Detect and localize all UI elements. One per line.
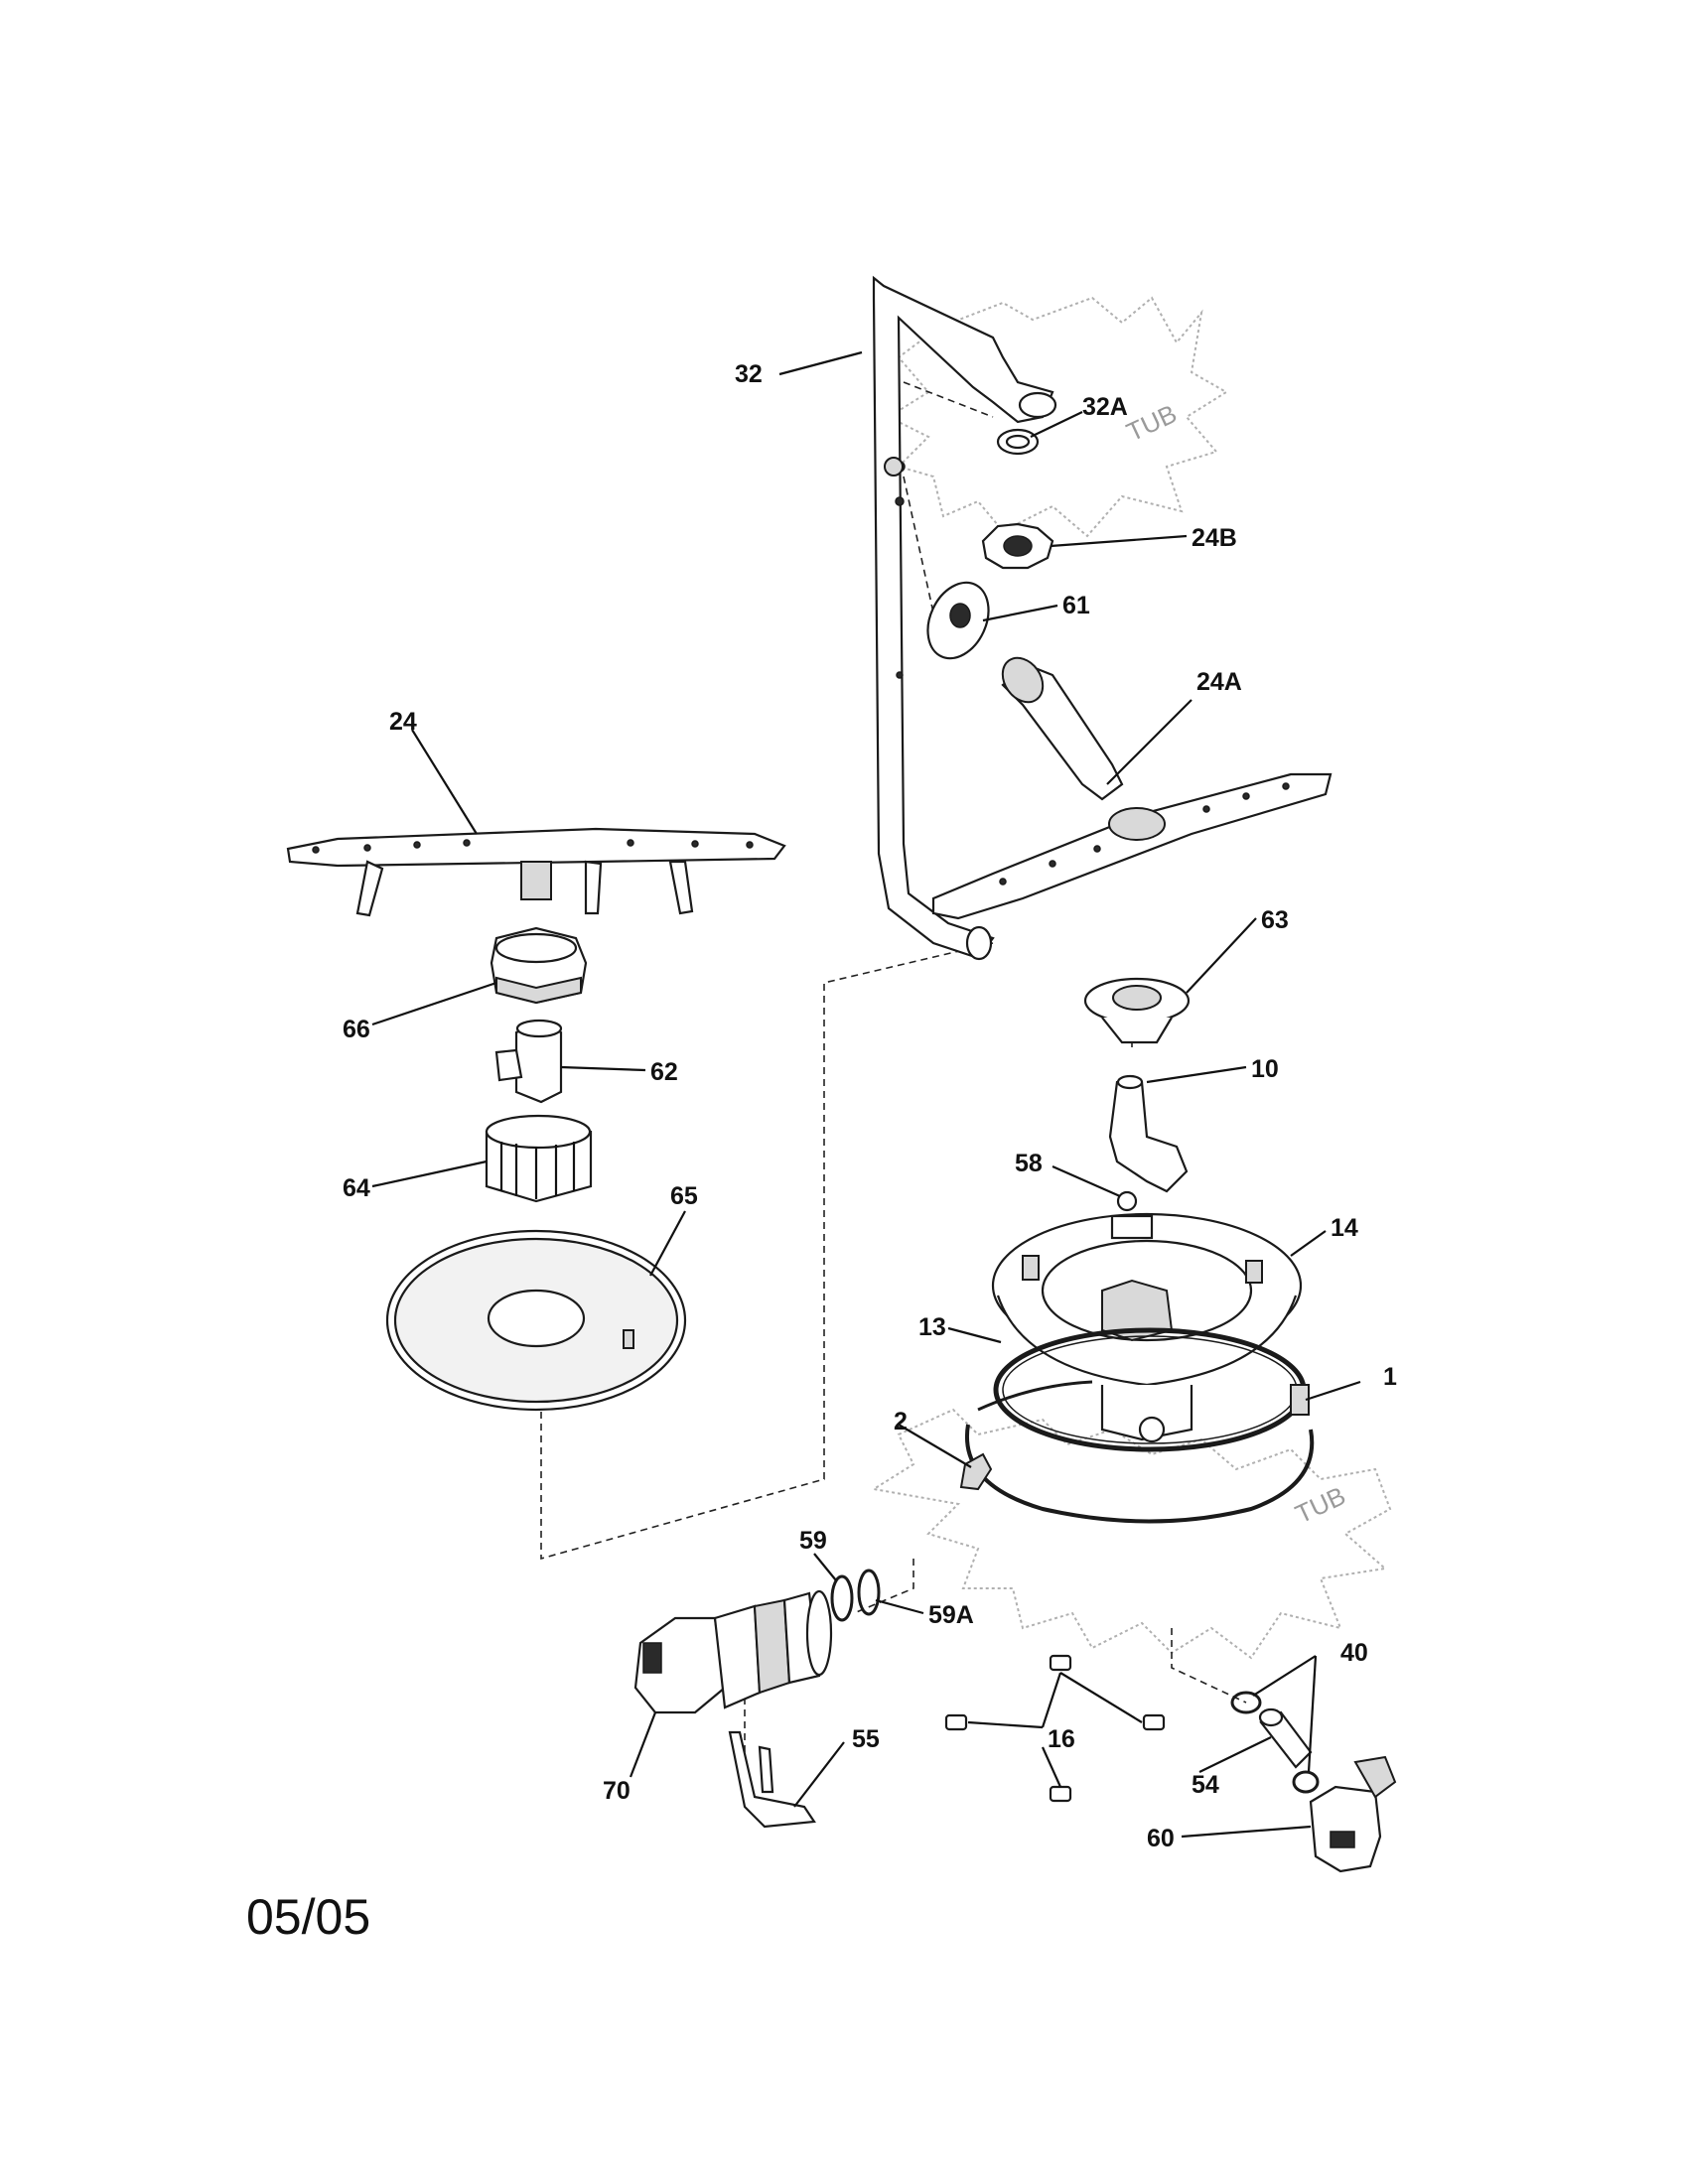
part-24b-nut [981, 522, 1054, 570]
part-24-lower-spray-arm [286, 827, 786, 917]
label-59: 59 [799, 1527, 827, 1555]
part-60-drain-pump [1309, 1755, 1397, 1873]
tub-label-upper: TUB [1122, 398, 1182, 447]
label-55: 55 [852, 1725, 880, 1753]
label-64: 64 [343, 1174, 370, 1202]
part-66-turbidity-housing [490, 926, 588, 1005]
label-60: 60 [1147, 1825, 1175, 1852]
part-63-seal [1083, 977, 1191, 1044]
part-55-bracket [728, 1730, 816, 1829]
part-2-clip [959, 1452, 993, 1491]
part-61-seal-disc [926, 581, 990, 660]
part-70-motor [633, 1589, 833, 1714]
part-54-hose [1258, 1707, 1313, 1769]
part-62-nozzle [494, 1019, 563, 1104]
part-labels: 32 32A 24B 61 24A 24 63 66 62 10 58 64 6… [343, 360, 1397, 1852]
part-59a-o-ring [857, 1569, 881, 1616]
label-66: 66 [343, 1016, 370, 1043]
label-24b: 24B [1192, 524, 1237, 552]
label-65: 65 [670, 1182, 698, 1210]
part-59-o-ring [830, 1574, 854, 1622]
part-65-filter-screen [385, 1229, 687, 1412]
leader-lines [371, 350, 1361, 1839]
part-64-filter-cup [485, 1114, 593, 1203]
part-40-hose-clamps [1230, 1691, 1320, 1794]
label-32: 32 [735, 360, 763, 388]
label-32a: 32A [1082, 393, 1128, 421]
date-code: 05/05 [246, 1889, 370, 1945]
label-54: 54 [1192, 1771, 1219, 1799]
part-16-grommets [944, 1654, 1166, 1803]
label-61: 61 [1062, 592, 1090, 619]
label-1: 1 [1383, 1363, 1397, 1391]
part-14-sump [991, 1212, 1303, 1443]
tub-label-lower: TUB [1291, 1480, 1350, 1529]
label-13: 13 [918, 1313, 946, 1341]
label-70: 70 [603, 1777, 631, 1805]
part-32-supply-tube [872, 275, 1057, 961]
label-24a: 24A [1196, 668, 1242, 696]
label-63: 63 [1261, 906, 1289, 934]
label-10: 10 [1251, 1055, 1279, 1083]
part-32a-washer [996, 428, 1040, 456]
label-16: 16 [1048, 1725, 1075, 1753]
label-2: 2 [894, 1408, 908, 1435]
label-24: 24 [389, 708, 417, 736]
part-58-check-ball [1116, 1190, 1138, 1212]
part-10-manifold [1108, 1074, 1189, 1193]
label-40: 40 [1340, 1639, 1368, 1667]
label-62: 62 [650, 1058, 678, 1086]
label-14: 14 [1331, 1214, 1358, 1242]
label-59a: 59A [928, 1601, 974, 1629]
part-24a-middle-spray-arm [931, 656, 1333, 920]
label-58: 58 [1015, 1150, 1043, 1177]
